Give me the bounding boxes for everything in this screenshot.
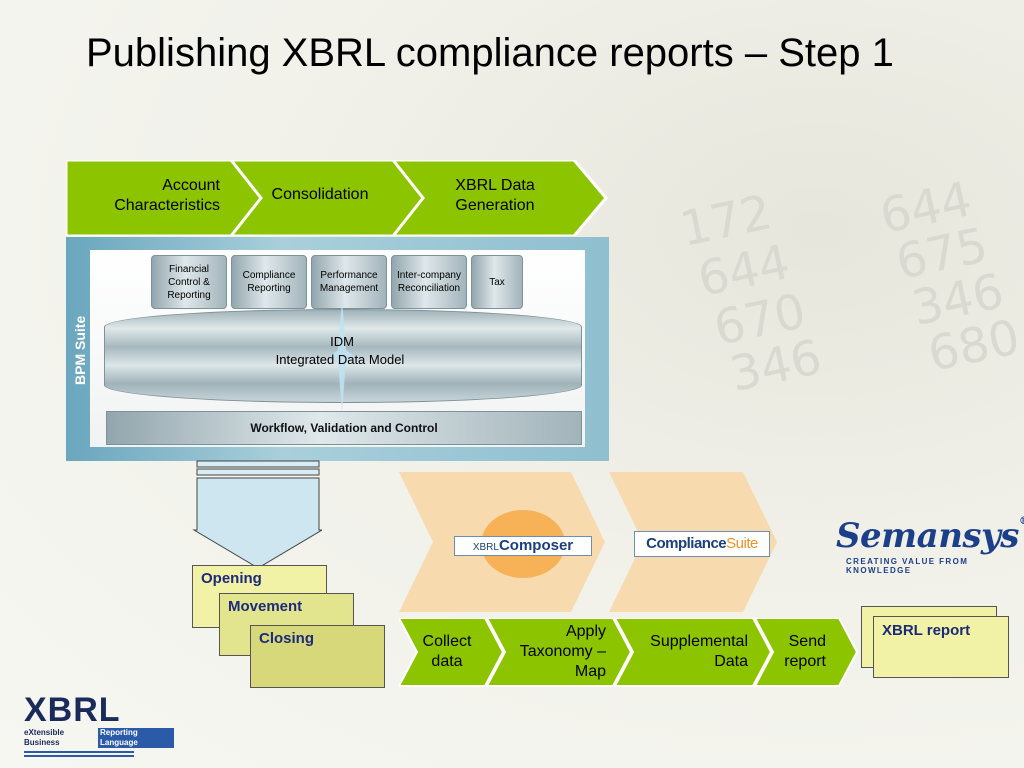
module-intercompany-reconciliation: Inter-company Reconciliation: [391, 255, 467, 309]
xbrl-report-note: XBRL report: [873, 616, 1009, 678]
semansys-reg: ®: [1019, 516, 1024, 527]
down-arrow: [192, 460, 322, 569]
page-title: Publishing XBRL compliance reports – Ste…: [86, 31, 894, 75]
idm-title: IDM: [330, 334, 354, 349]
top-process-arrows: [66, 160, 608, 236]
compliance-suite-logo: ComplianceSuite: [634, 531, 770, 557]
idm-sparkle: [330, 300, 354, 412]
xbrl-composer-logo: XBRLComposer: [454, 536, 592, 556]
compliance-name: Compliance: [646, 535, 727, 552]
module-compliance-reporting: Compliance Reporting: [231, 255, 307, 309]
xbrl-logo: XBRL eXtensible Business Reporting Langu…: [24, 691, 174, 757]
bottom-chevron-label-4: Send report: [784, 633, 826, 670]
xbrl-logo-tagline-right: Reporting Language: [98, 728, 174, 748]
bottom-chevron-2: [485, 618, 633, 687]
bottom-chevron-label-2: Apply Taxonomy – Map: [519, 623, 606, 680]
composer-name: Composer: [498, 537, 574, 554]
semansys-name: Semansys: [836, 516, 1019, 556]
bottom-chevron-label-1: Collect data: [422, 633, 472, 670]
module-performance-management: Performance Management: [311, 255, 387, 309]
bottom-chevron-label-3: Supplemental Data: [650, 633, 748, 670]
top-chevron-label-1: Account Characteristics: [114, 177, 220, 214]
bottom-process-arrows: [399, 618, 859, 687]
module-financial-control: Financial Control & Reporting: [151, 255, 227, 309]
bottom-chevron-1: [399, 618, 505, 687]
xbrl-logo-mark: XBRL: [24, 691, 121, 729]
top-chevron-2: [229, 160, 428, 236]
bottom-chevron-4: [753, 618, 859, 687]
period-note-closing: Closing: [250, 625, 385, 688]
top-chevron-label-2: Consolidation: [271, 186, 369, 203]
composer-prefix: XBRL: [472, 542, 499, 553]
bpm-suite-label: BPM Suite: [72, 315, 88, 385]
top-chevron-label-3: XBRL Data Generation: [455, 177, 535, 214]
compliance-suffix: Suite: [726, 535, 758, 552]
idm-subtitle: Integrated Data Model: [275, 352, 405, 367]
semansys-tagline: CREATING VALUE FROM KNOWLEDGE: [846, 557, 969, 575]
module-tax: Tax: [471, 255, 523, 309]
semansys-logo: Semansys®: [836, 516, 1024, 556]
workflow-bar: Workflow, Validation and Control: [106, 411, 582, 445]
bottom-chevron-3: [613, 618, 773, 687]
top-chevron-3: [391, 160, 608, 236]
xbrl-logo-tagline-left: eXtensible Business: [24, 728, 65, 747]
